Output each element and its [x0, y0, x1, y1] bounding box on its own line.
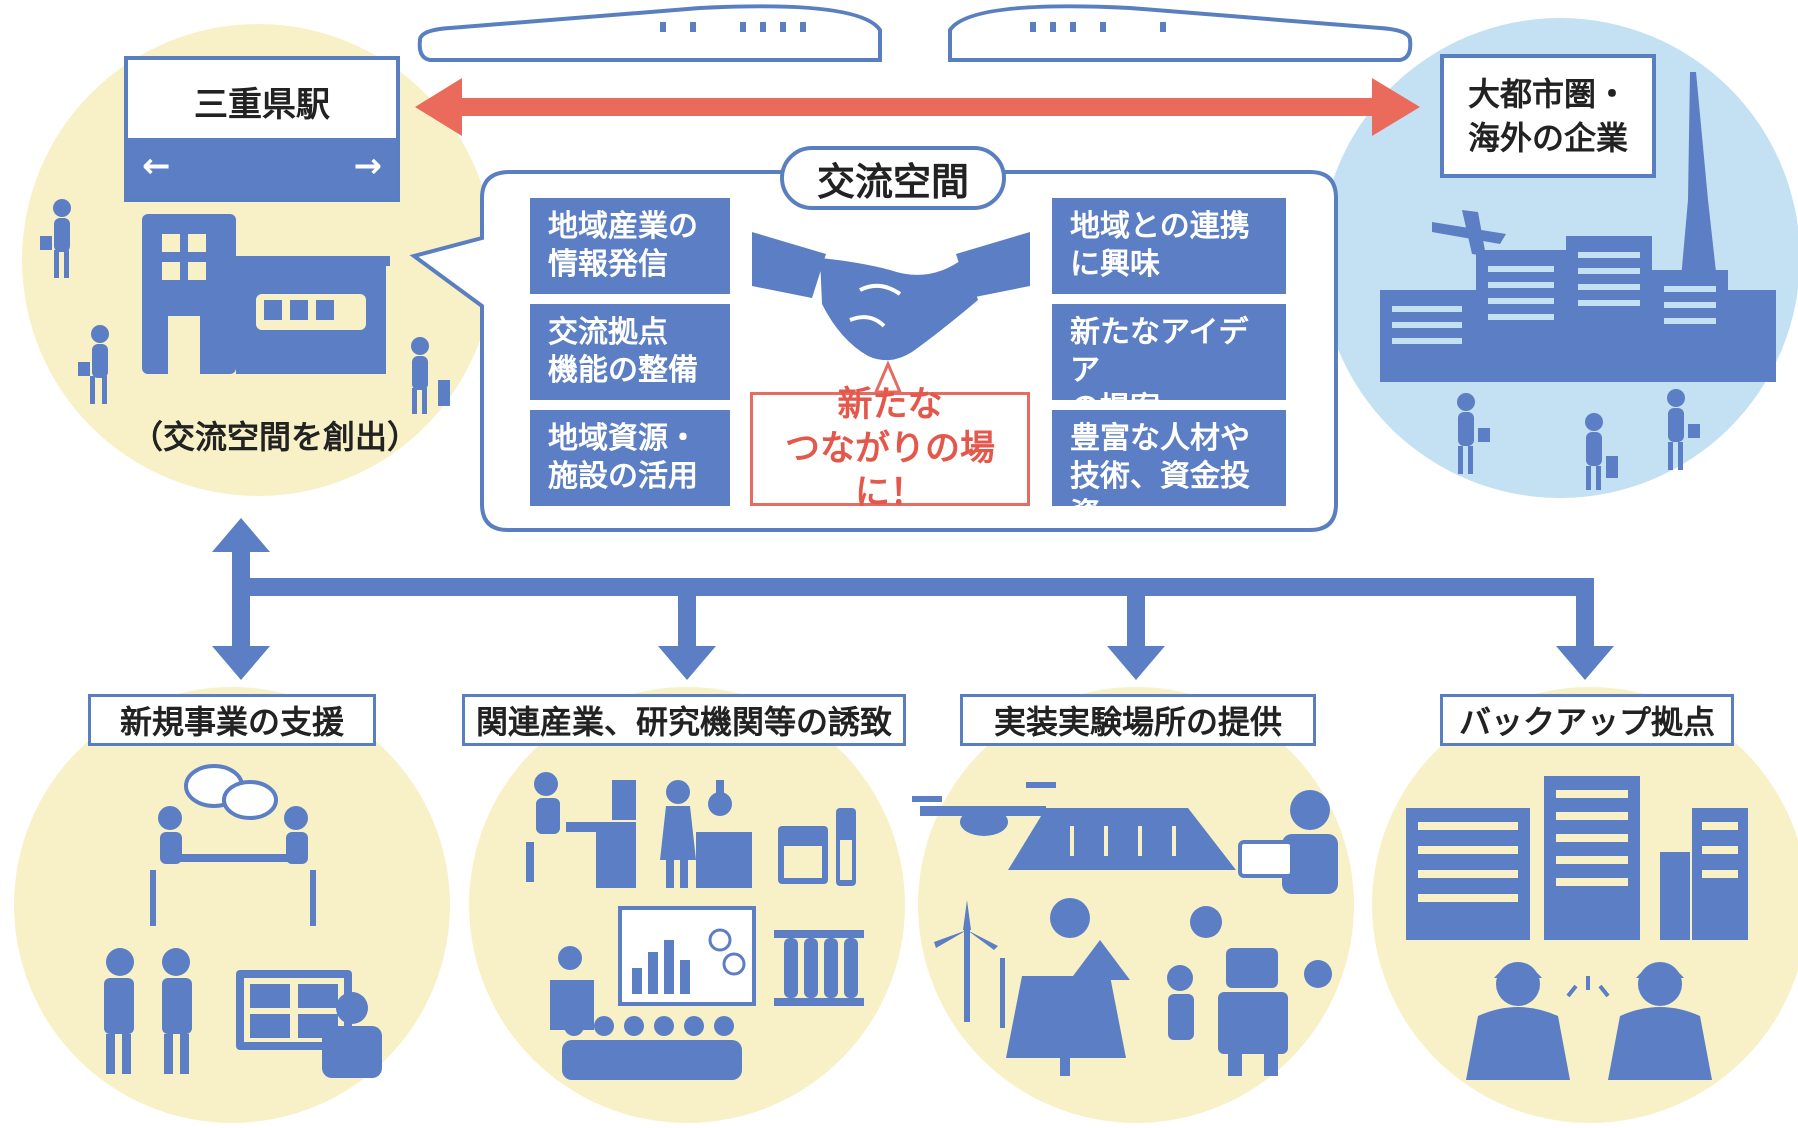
farm-icon [1008, 808, 1236, 870]
station-building-icon [142, 214, 390, 374]
researcher-icon [660, 780, 752, 888]
city-label-line1: 大都市圏・ [1467, 75, 1628, 113]
construction-workers-icon [1466, 962, 1712, 1080]
tile-line: 地域との連携 [1070, 209, 1250, 244]
lab-equipment-icon [778, 808, 856, 886]
tile-line: 交流拠点 [548, 315, 668, 350]
city-label-line2: 海外の企業 [1467, 119, 1628, 157]
callout-line1: 新たな [837, 385, 943, 425]
airplane-icon [1432, 210, 1506, 256]
handshake-icon [752, 232, 1030, 361]
red-double-arrow [415, 78, 1420, 136]
video-conference-icon [236, 970, 382, 1078]
category-testbed-provision: 実装実験場所の提供 [960, 694, 1316, 746]
meeting-icon [150, 764, 316, 926]
tile-line: 新たなアイデア [1070, 315, 1249, 388]
callout-line2: つながりの場に！ [784, 429, 995, 513]
station-sign-bar: ← → [128, 138, 396, 198]
arrow-right-icon: → [353, 146, 383, 186]
tile-line: 技術、資金投資 [1070, 459, 1250, 532]
info-tile-new-ideas: 新たなアイデア の提案 [1052, 304, 1286, 426]
category-circle-3 [918, 687, 1354, 1123]
info-tile-regional-resources: 地域資源・ 施設の活用 [530, 410, 730, 506]
tile-line: 豊富な人材や [1070, 421, 1250, 456]
distribution-arrows [212, 518, 1614, 680]
tile-line: 地域産業の [548, 209, 698, 244]
station-sign: 三重県駅 ← → [124, 56, 400, 202]
info-tile-regional-industry: 地域産業の 情報発信 [530, 198, 730, 294]
handshake-people-icon [104, 948, 192, 1074]
tile-line: 施設の活用 [548, 459, 698, 494]
lecture-icon [550, 906, 756, 1080]
sun-icon [1050, 898, 1090, 938]
exchange-space-title: 交流空間 [780, 146, 1006, 210]
category-circle-1 [14, 687, 450, 1123]
buildings-icon [1406, 776, 1748, 940]
test-tubes-icon [774, 930, 864, 1006]
tablet-user-icon [1238, 790, 1338, 894]
city-label: 大都市圏・ 海外の企業 [1440, 54, 1656, 178]
new-connections-callout: 新たな つながりの場に！ [750, 385, 1030, 513]
train-icon [417, 4, 1413, 62]
tile-line: に興味 [1070, 247, 1160, 282]
category-backup-base: バックアップ拠点 [1440, 694, 1734, 746]
office-worker-icon [526, 772, 636, 888]
traveler-icons [40, 199, 450, 414]
info-tile-regional-collaboration: 地域との連携 に興味 [1052, 198, 1286, 294]
category-new-business-support: 新規事業の支援 [88, 694, 376, 746]
tile-line: 地域資源・ [548, 421, 698, 456]
robot-icon [1167, 906, 1332, 1076]
tile-line: 機能の整備 [548, 353, 698, 388]
category-attract-industry-research: 関連産業、研究機関等の誘致 [462, 694, 906, 746]
wind-turbine-icon [934, 900, 1005, 1028]
city-skyline-icon [1380, 72, 1776, 382]
station-name: 三重県駅 [194, 84, 330, 125]
info-tile-exchange-hub: 交流拠点 機能の整備 [530, 304, 730, 400]
station-caption: （交流空間を創出） [130, 418, 419, 456]
arrow-left-icon: ← [142, 146, 171, 186]
drone-icon [912, 782, 1056, 836]
tile-line: 情報発信 [548, 247, 668, 282]
solar-panel-icon [1006, 940, 1130, 1076]
business-traveler-icons [1457, 389, 1700, 490]
info-tile-talent-investment: 豊富な人材や 技術、資金投資 [1052, 410, 1286, 532]
